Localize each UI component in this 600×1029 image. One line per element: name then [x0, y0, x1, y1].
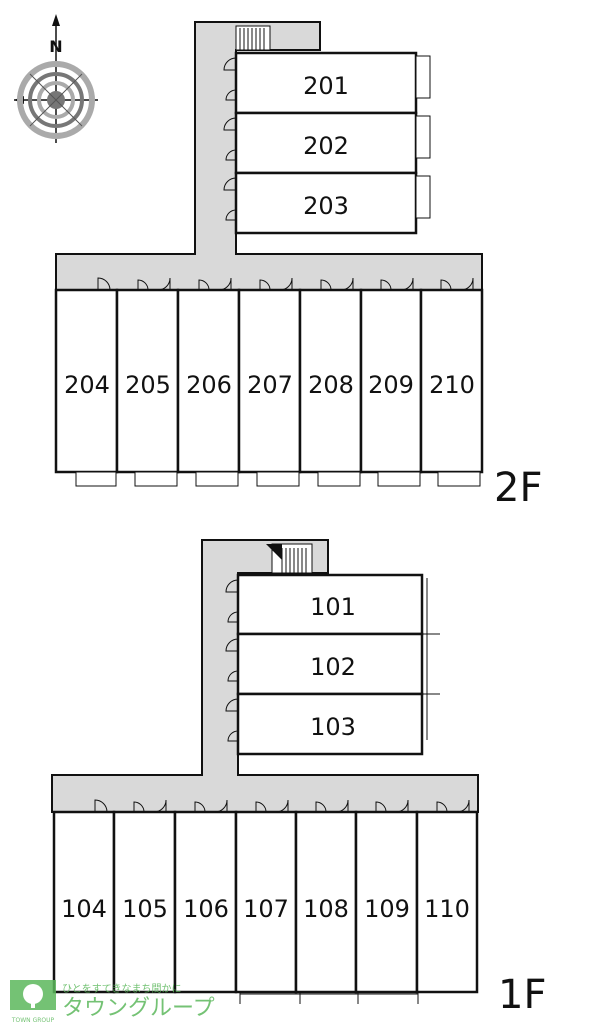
floor-label-1f: 1F	[498, 972, 546, 1018]
svg-text:204: 204	[64, 371, 110, 399]
svg-text:108: 108	[303, 895, 349, 923]
svg-text:106: 106	[183, 895, 229, 923]
fences-1f-lower	[239, 992, 419, 1004]
room-203: 203	[234, 171, 431, 235]
room-210: 210	[419, 288, 484, 487]
svg-text:208: 208	[308, 371, 354, 399]
room-104: 104	[52, 810, 116, 994]
svg-text:203: 203	[303, 192, 349, 220]
svg-text:105: 105	[122, 895, 168, 923]
svg-text:104: 104	[61, 895, 107, 923]
room-108: 108	[294, 810, 358, 994]
corridor-1f	[51, 539, 479, 813]
doors-1f-upper	[225, 579, 239, 742]
room-204: 204	[54, 288, 119, 487]
room-205: 205	[115, 288, 180, 487]
svg-text:102: 102	[310, 653, 356, 681]
svg-text:207: 207	[247, 371, 293, 399]
doors-2f-lower	[97, 277, 474, 291]
room-201: 201	[234, 51, 431, 115]
svg-text:109: 109	[364, 895, 410, 923]
room-209: 209	[359, 288, 423, 487]
svg-text:103: 103	[310, 713, 356, 741]
doors-2f-upper	[223, 57, 237, 221]
room-202: 202	[234, 111, 431, 175]
svg-text:210: 210	[429, 371, 475, 399]
room-208: 208	[298, 288, 363, 487]
svg-text:205: 205	[125, 371, 171, 399]
logo-tagline: ひとをすてきなまち間かに	[62, 983, 182, 995]
room-102: 102	[236, 632, 424, 696]
stairs-2f	[235, 25, 271, 51]
room-109: 109	[354, 810, 419, 994]
floor-1f: 101 102 103 104 105 106 107 108 109 110	[51, 539, 546, 1018]
tree-logo-icon	[10, 980, 56, 1010]
room-107: 107	[234, 810, 298, 994]
room-207: 207	[237, 288, 302, 487]
fences-1f-upper	[422, 578, 440, 740]
svg-text:209: 209	[368, 371, 414, 399]
svg-text:110: 110	[424, 895, 470, 923]
svg-text:107: 107	[243, 895, 289, 923]
room-106: 106	[173, 810, 238, 994]
room-103: 103	[236, 692, 424, 756]
corridor-2f	[55, 21, 483, 291]
town-group-logo: TOWN GROUP ひとをすてきなまち間かに タウングループ	[10, 980, 215, 1024]
stairs-1f	[266, 543, 313, 574]
svg-text:101: 101	[310, 593, 356, 621]
compass-rose-icon: N	[14, 14, 98, 143]
logo-sub: TOWN GROUP	[11, 1017, 55, 1024]
room-101: 101	[236, 573, 424, 636]
floor-label-2f: 2F	[494, 465, 542, 511]
svg-text:206: 206	[186, 371, 232, 399]
logo-name: タウングループ	[62, 996, 215, 1021]
room-206: 206	[176, 288, 241, 487]
doors-1f-lower	[94, 799, 470, 813]
svg-text:202: 202	[303, 132, 349, 160]
floor-2f: 201 202 203 204 205 206 207 208 209 210	[54, 21, 542, 511]
room-110: 110	[415, 810, 479, 994]
room-105: 105	[112, 810, 177, 994]
svg-text:201: 201	[303, 72, 349, 100]
